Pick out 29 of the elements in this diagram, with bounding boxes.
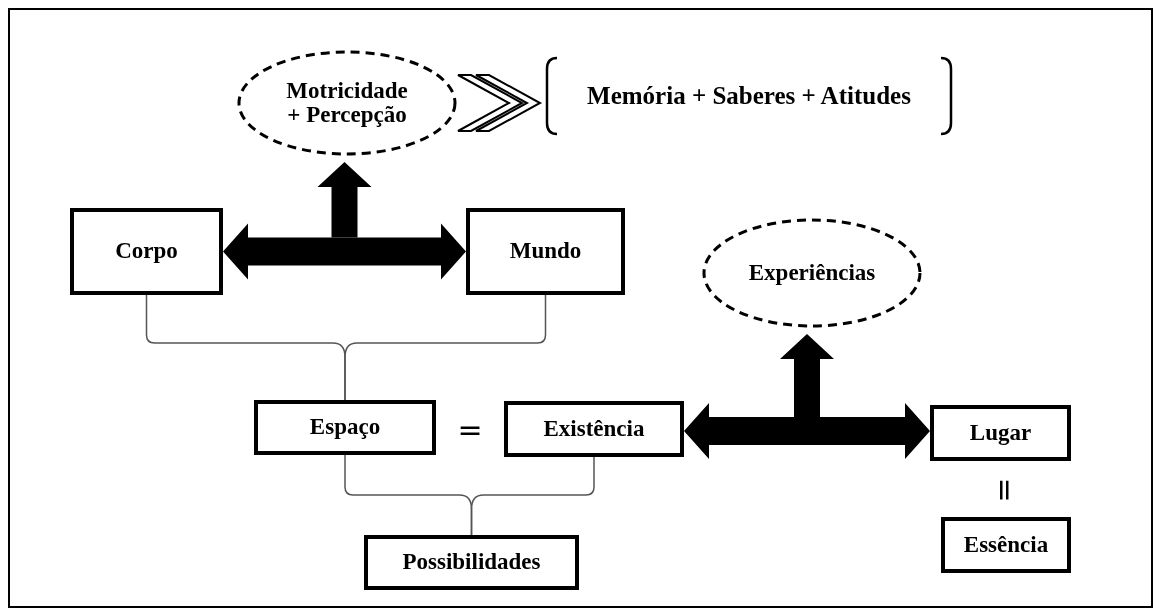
concept-box <box>364 535 579 590</box>
concept-label: Essência <box>963 532 1049 558</box>
concept-box <box>70 208 223 295</box>
double-arrow <box>684 403 930 459</box>
concept-label: Memória + Saberes + Atitudes <box>587 82 911 110</box>
concept-label: Mundo <box>509 239 582 264</box>
up-arrow <box>317 162 372 238</box>
dashed-ellipse <box>702 218 922 328</box>
concept-box <box>941 517 1071 573</box>
concept-box <box>930 405 1071 461</box>
concept-box <box>254 400 436 455</box>
chevron-arrow <box>457 74 543 132</box>
equals-sign: = <box>457 415 483 445</box>
concept-box <box>504 401 684 457</box>
concept-label: Existência <box>543 416 645 442</box>
dashed-ellipse <box>237 50 457 156</box>
up-arrow <box>780 334 834 417</box>
equals-sign: = <box>990 477 1020 503</box>
concept-label: Experiências <box>748 260 876 286</box>
concept-label: Lugar <box>969 420 1032 446</box>
brace-line <box>470 456 595 536</box>
bracket-group <box>543 57 955 135</box>
concept-label: Possibilidades <box>402 550 541 575</box>
brace-line <box>344 294 547 401</box>
concept-label: Corpo <box>115 239 178 264</box>
concept-box <box>466 208 625 295</box>
concept-label: Espaço <box>309 415 381 440</box>
double-arrow <box>223 223 466 280</box>
concept-label: Motricidade + Percepção <box>286 78 408 128</box>
